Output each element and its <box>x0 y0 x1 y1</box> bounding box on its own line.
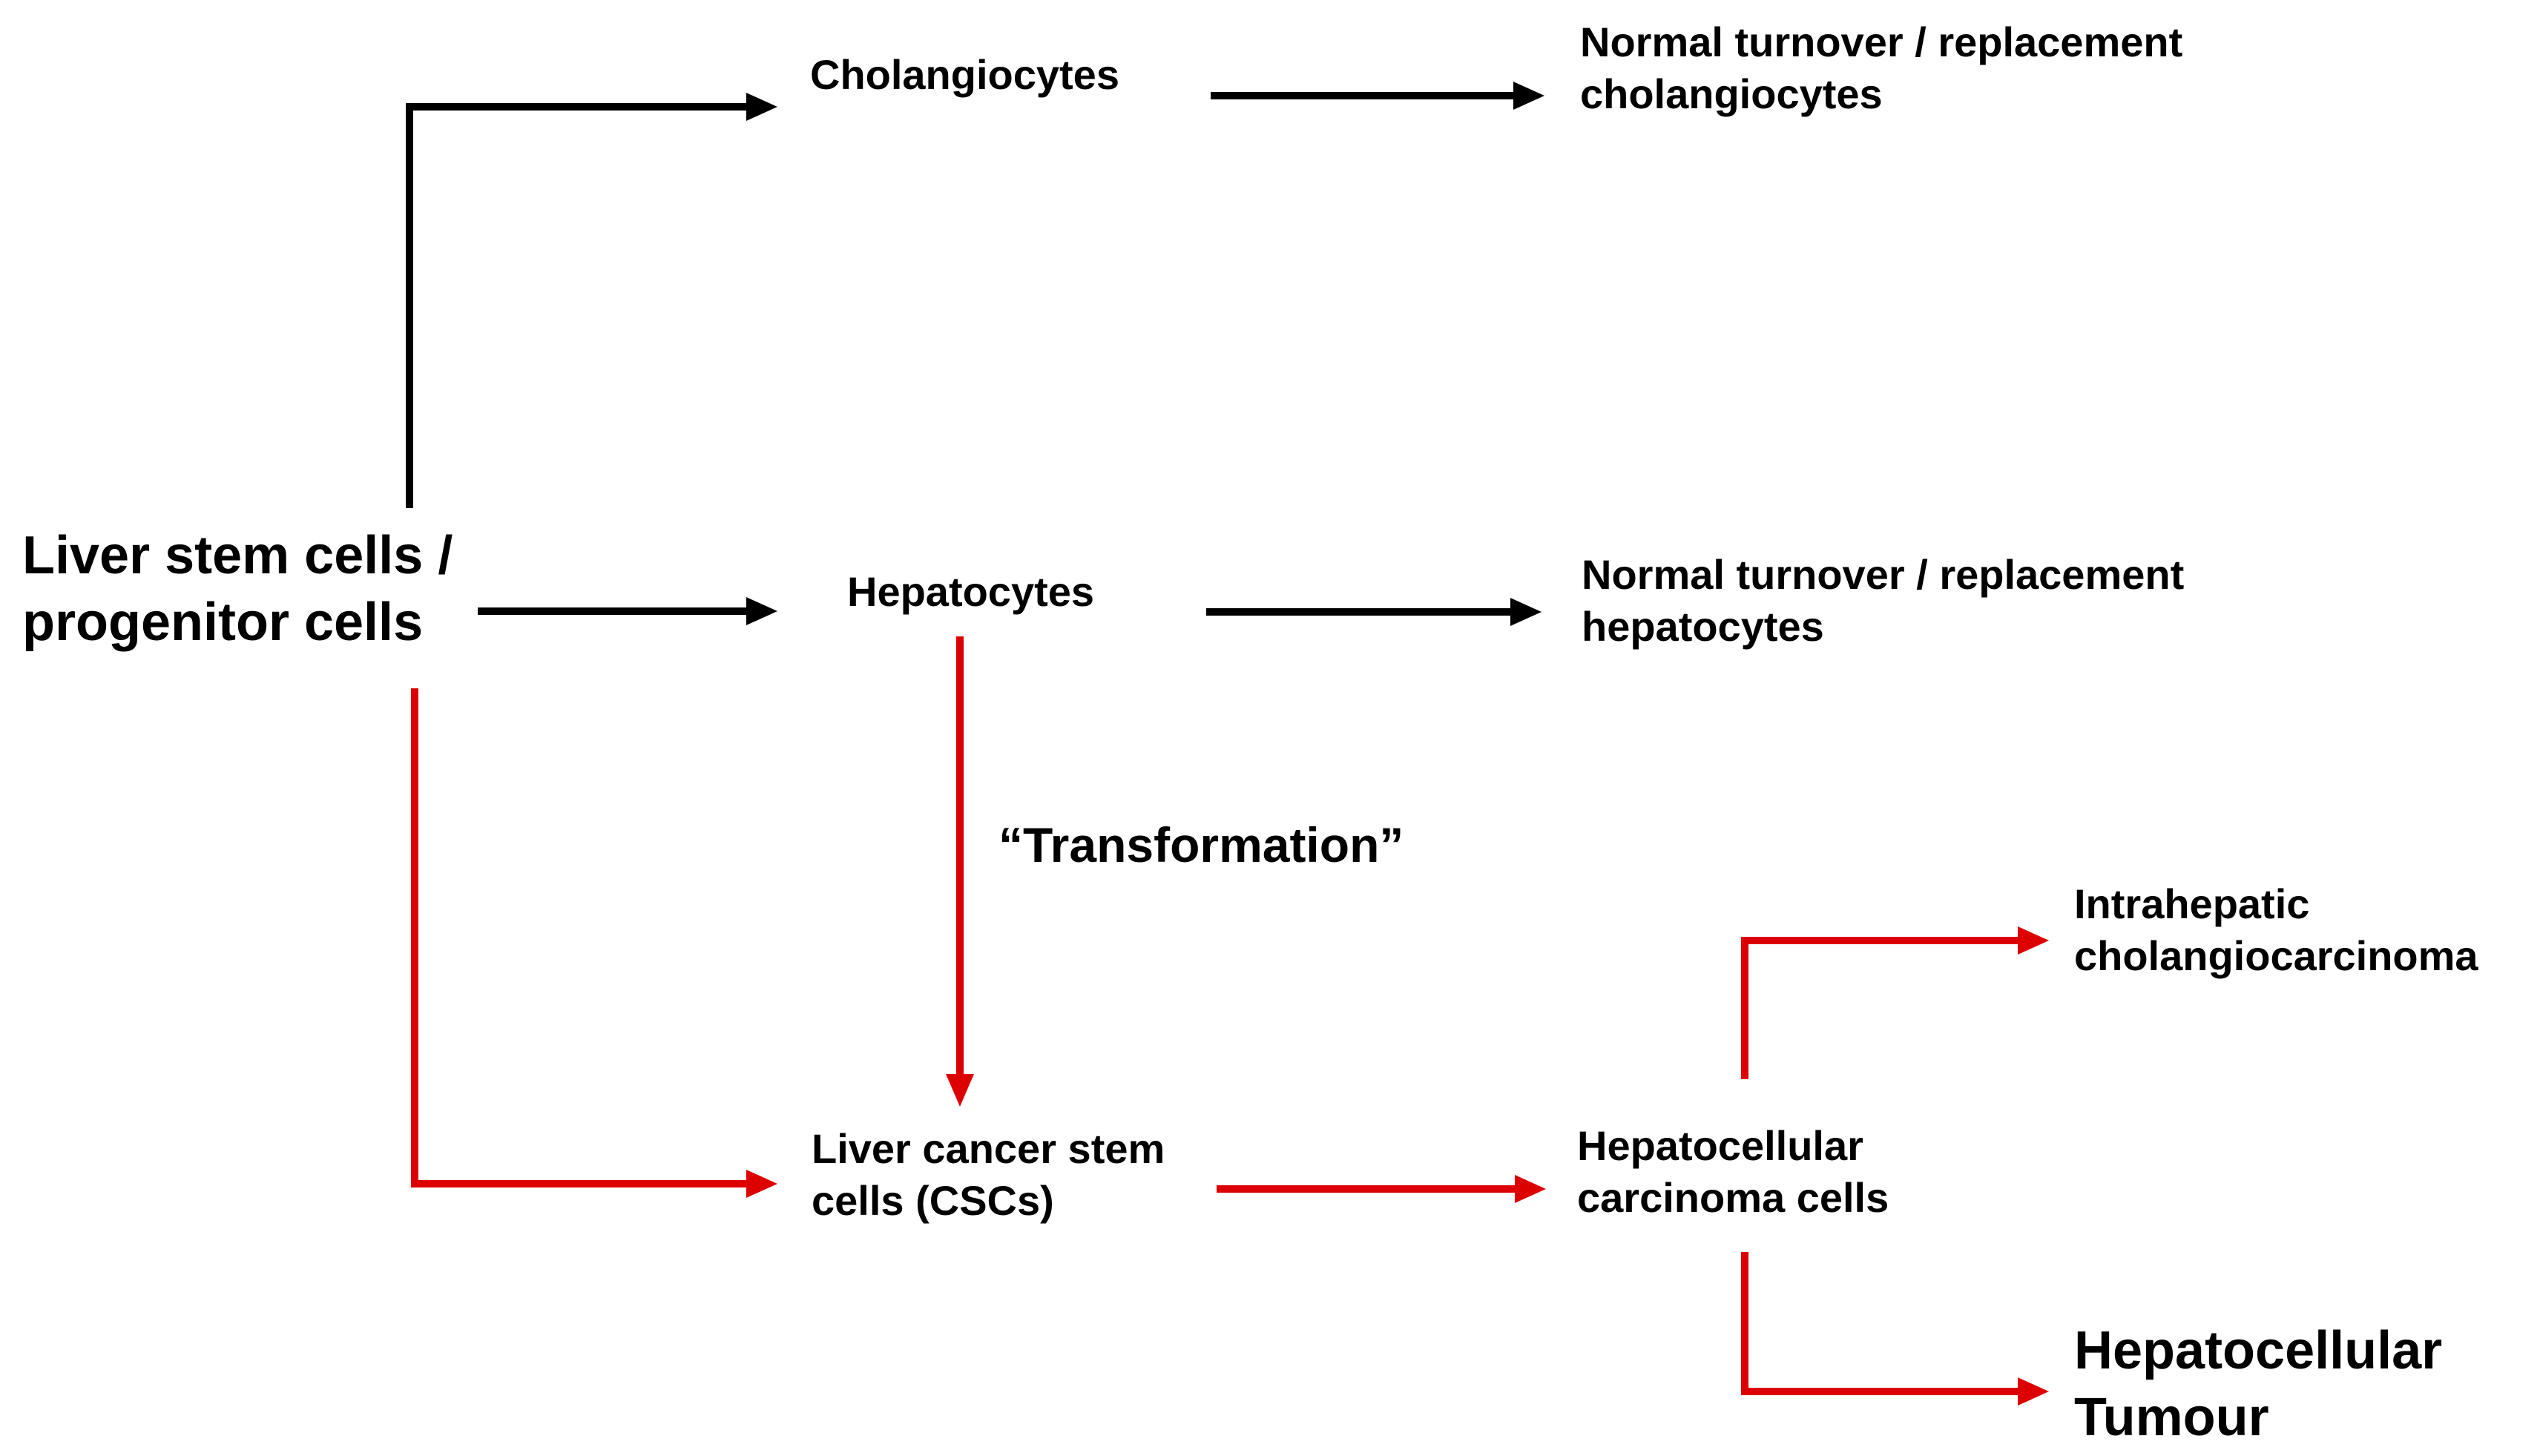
arrowhead-cscs-from-stem <box>746 1170 777 1198</box>
edge-hcc-cells-to-tumour <box>1741 1252 2019 1395</box>
arrowhead-turnover-cholangiocytes <box>1513 82 1544 110</box>
node-normal-turnover-cholangiocytes: Normal turnover / replacement cholangioc… <box>1580 16 2182 120</box>
node-icc-line1: Intrahepatic <box>2074 880 2310 927</box>
node-turnover-hep-line1: Normal turnover / replacement <box>1582 551 2185 598</box>
arrowhead-cscs-from-hepatocytes <box>946 1074 974 1107</box>
node-cholangiocytes-line1: Cholangiocytes <box>810 51 1119 98</box>
node-liver-stem-cells-line1: Liver stem cells / <box>22 526 453 585</box>
node-hcc-cells-line2: carcinoma cells <box>1577 1174 1889 1221</box>
node-normal-turnover-hepatocytes: Normal turnover / replacement hepatocyte… <box>1582 549 2184 653</box>
arrowhead-turnover-hepatocytes <box>1510 598 1542 626</box>
node-hepatocellular-tumour: Hepatocellular Tumour <box>2074 1317 2442 1451</box>
node-cholangiocytes: Cholangiocytes <box>810 49 1119 101</box>
node-intrahepatic-cholangiocarcinoma: Intrahepatic cholangiocarcinoma <box>2074 878 2478 982</box>
node-hcc-cells-line1: Hepatocellular <box>1577 1122 1863 1169</box>
node-cscs-line2: cells (CSCs) <box>812 1177 1054 1224</box>
node-liver-stem-cells: Liver stem cells / progenitor cells <box>22 522 453 656</box>
node-hepatocellular-carcinoma-cells: Hepatocellular carcinoma cells <box>1577 1120 1889 1224</box>
node-cscs-line1: Liver cancer stem <box>812 1125 1165 1172</box>
arrowhead-cholangiocytes <box>746 93 777 121</box>
edge-hcc-cells-to-icc <box>1741 937 2019 1079</box>
arrowhead-hepatocytes <box>746 597 777 625</box>
node-icc-line2: cholangiocarcinoma <box>2074 932 2478 979</box>
arrowhead-tumour <box>2018 1377 2049 1406</box>
arrowhead-icc <box>2018 926 2049 955</box>
arrowhead-hcc-cells <box>1515 1175 1546 1203</box>
label-transformation: “Transformation” <box>998 814 1404 876</box>
node-turnover-chol-line1: Normal turnover / replacement <box>1580 19 2183 65</box>
node-tumour-line2: Tumour <box>2074 1388 2269 1447</box>
edge-stem-to-cholangiocytes <box>406 103 749 508</box>
node-hepatocytes-line1: Hepatocytes <box>847 568 1095 615</box>
node-turnover-hep-line2: hepatocytes <box>1582 603 1824 650</box>
node-hepatocytes: Hepatocytes <box>847 566 1094 618</box>
label-transformation-text: “Transformation” <box>998 817 1404 872</box>
node-liver-stem-cells-line2: progenitor cells <box>22 593 424 652</box>
node-turnover-chol-line2: cholangiocytes <box>1580 70 1883 117</box>
edge-stem-to-cscs <box>411 688 749 1187</box>
node-liver-cancer-stem-cells: Liver cancer stem cells (CSCs) <box>812 1123 1165 1227</box>
node-tumour-line1: Hepatocellular <box>2074 1321 2443 1380</box>
